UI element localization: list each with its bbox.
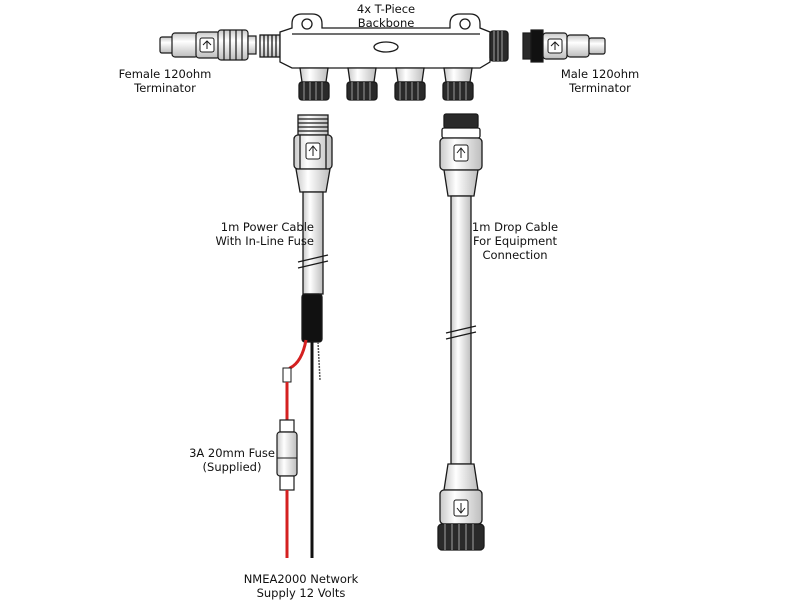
up-arrow-icon — [453, 144, 469, 162]
t-piece-backbone — [259, 13, 509, 101]
male-terminator-label-line1: Male 120ohm — [560, 67, 640, 81]
female-terminator-label-line2: Terminator — [134, 81, 196, 95]
down-arrow-icon — [453, 499, 469, 517]
female-terminator-label-line1: Female 120ohm — [118, 67, 212, 81]
up-arrow-icon — [547, 38, 563, 54]
positive-wire-with-fuse — [276, 339, 308, 558]
power-cable-label: 1m Power Cable With In-Line Fuse — [198, 220, 314, 248]
female-terminator-label: Female 120ohm Terminator — [110, 67, 220, 95]
fuse-label-line2: (Supplied) — [202, 460, 262, 474]
drop-cable-label: 1m Drop Cable For Equipment Connection — [470, 220, 560, 262]
power-cable — [293, 114, 333, 558]
up-arrow-icon — [199, 37, 215, 53]
up-arrow-icon — [305, 142, 321, 160]
power-cable-label-line1: 1m Power Cable — [220, 220, 314, 234]
drop-cable — [437, 113, 485, 551]
supply-label-line2: Supply 12 Volts — [256, 586, 346, 600]
male-terminator-label: Male 120ohm Terminator — [548, 67, 652, 95]
drop-cable-label-line2: For Equipment — [472, 234, 558, 248]
supply-label: NMEA2000 Network Supply 12 Volts — [243, 572, 359, 600]
drop-cable-label-line1: 1m Drop Cable — [471, 220, 559, 234]
fuse-label: 3A 20mm Fuse (Supplied) — [186, 446, 278, 474]
male-terminator-label-line2: Terminator — [569, 81, 631, 95]
drop-cable-label-line3: Connection — [482, 248, 548, 262]
supply-label-line1: NMEA2000 Network — [243, 572, 359, 586]
fuse-label-line1: 3A 20mm Fuse — [189, 446, 275, 460]
backbone-label-line2: Backbone — [357, 16, 415, 30]
male-terminator — [522, 29, 606, 63]
power-cable-label-line2: With In-Line Fuse — [215, 234, 314, 248]
backbone-label-line1: 4x T-Piece — [356, 2, 416, 16]
backbone-label: 4x T-Piece Backbone — [340, 2, 432, 30]
